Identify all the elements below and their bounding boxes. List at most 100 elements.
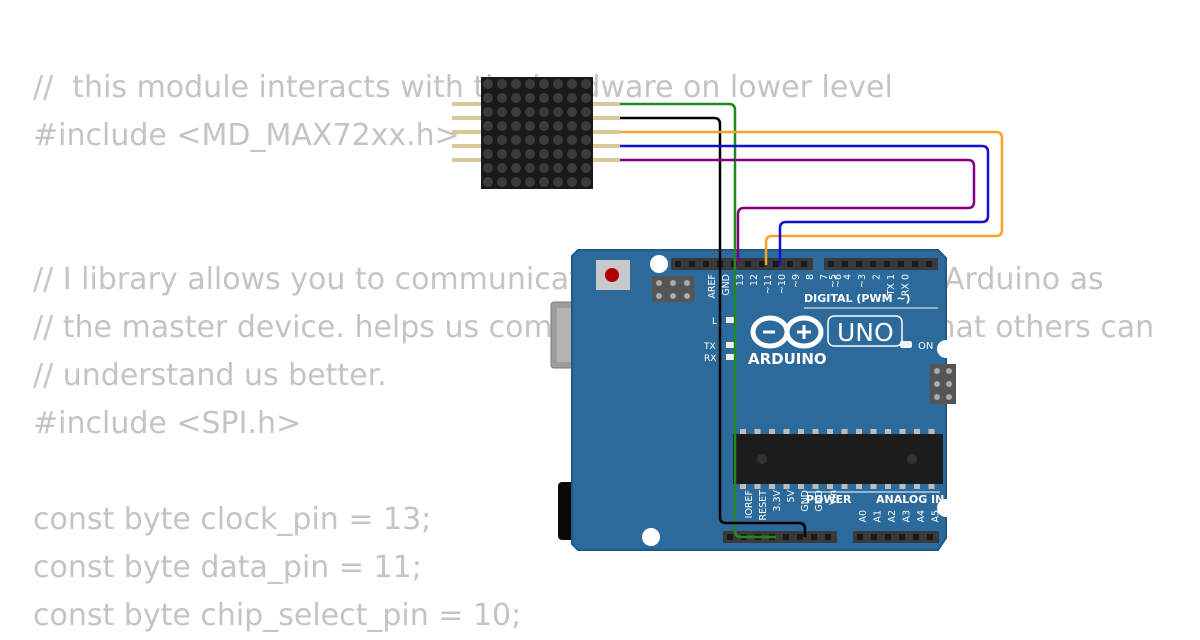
matrix-led	[511, 79, 521, 89]
matrix-led	[497, 163, 507, 173]
matrix-led	[553, 177, 563, 187]
matrix-led	[567, 121, 577, 131]
header-socket[interactable]	[870, 261, 876, 267]
header-socket[interactable]	[842, 261, 848, 267]
matrix-led	[553, 121, 563, 131]
matrix-led	[581, 93, 591, 103]
matrix-led	[497, 177, 507, 187]
matrix-led	[511, 135, 521, 145]
matrix-led	[497, 93, 507, 103]
header-socket[interactable]	[689, 261, 695, 267]
matrix-led	[525, 149, 535, 159]
code-line: const byte clock_pin = 13;	[33, 502, 432, 537]
matrix-led	[525, 177, 535, 187]
header-socket[interactable]	[703, 261, 709, 267]
matrix-led	[553, 93, 563, 103]
header-socket[interactable]	[884, 261, 890, 267]
code-line: const byte data_pin = 11;	[33, 550, 422, 585]
code-line: #include <MD_MAX72xx.h>	[33, 118, 460, 153]
matrix-led	[539, 177, 549, 187]
matrix-led	[567, 177, 577, 187]
header-socket[interactable]	[885, 534, 891, 540]
header-socket[interactable]	[759, 261, 765, 267]
pin-label: RESET	[758, 490, 769, 521]
matrix-led	[553, 149, 563, 159]
matrix-led	[525, 93, 535, 103]
led-rx-label: RX	[704, 354, 716, 364]
pin-label: 3.3V	[772, 490, 783, 512]
header-socket[interactable]	[745, 261, 751, 267]
matrix-led	[581, 79, 591, 89]
matrix-led	[581, 121, 591, 131]
analog-header[interactable]	[853, 531, 939, 543]
matrix-led	[497, 121, 507, 131]
matrix-led	[511, 121, 521, 131]
header-socket[interactable]	[787, 261, 793, 267]
matrix-right-pins	[590, 102, 620, 162]
arduino-logo	[750, 315, 824, 349]
wires[interactable]	[620, 102, 1004, 539]
header-socket[interactable]	[825, 534, 831, 540]
led-l	[726, 317, 736, 323]
matrix-leds	[483, 79, 591, 187]
pin-headers[interactable]	[671, 258, 939, 543]
led-on	[900, 341, 912, 348]
matrix-led	[511, 93, 521, 103]
pin-label: 8	[805, 274, 816, 280]
header-socket[interactable]	[871, 534, 877, 540]
digital-header-high[interactable]	[671, 258, 813, 270]
matrix-led	[567, 149, 577, 159]
pin-label: A0	[858, 510, 869, 523]
header-socket[interactable]	[899, 534, 905, 540]
pin-label: 7	[819, 274, 830, 280]
matrix-led	[525, 135, 535, 145]
matrix-led	[539, 93, 549, 103]
pin-label: 2	[872, 274, 883, 280]
pin-label: 13	[735, 274, 746, 286]
matrix-led	[539, 121, 549, 131]
matrix-led	[511, 149, 521, 159]
matrix-led	[483, 107, 493, 117]
pin-label: AREF	[707, 274, 718, 299]
matrix-led	[567, 107, 577, 117]
header-socket[interactable]	[727, 534, 733, 540]
led-matrix-module[interactable]	[452, 77, 620, 189]
matrix-led	[553, 79, 563, 89]
header-socket[interactable]	[927, 534, 933, 540]
header-socket[interactable]	[801, 261, 807, 267]
header-socket[interactable]	[783, 534, 789, 540]
header-socket[interactable]	[828, 261, 834, 267]
code-line: #include <SPI.h>	[33, 406, 302, 441]
matrix-led	[581, 135, 591, 145]
pin-label: ~11	[763, 274, 774, 294]
matrix-led	[553, 163, 563, 173]
header-socket[interactable]	[856, 261, 862, 267]
matrix-led	[525, 79, 535, 89]
matrix-led	[581, 149, 591, 159]
header-socket[interactable]	[797, 534, 803, 540]
matrix-led	[581, 177, 591, 187]
wire-purple	[620, 158, 976, 265]
uno-label: UNO	[837, 318, 894, 347]
header-socket[interactable]	[898, 261, 904, 267]
header-socket[interactable]	[773, 261, 779, 267]
digital-header-low[interactable]	[824, 258, 938, 270]
matrix-led	[511, 177, 521, 187]
pin-label: GND	[721, 274, 732, 296]
header-socket[interactable]	[675, 261, 681, 267]
pin-label: ~6	[833, 274, 844, 288]
header-socket[interactable]	[857, 534, 863, 540]
header-socket[interactable]	[913, 534, 919, 540]
pin-label: 4	[843, 274, 854, 280]
header-socket[interactable]	[926, 261, 932, 267]
header-socket[interactable]	[912, 261, 918, 267]
matrix-led	[525, 107, 535, 117]
matrix-led	[539, 135, 549, 145]
matrix-led	[567, 135, 577, 145]
matrix-left-pins	[452, 102, 482, 162]
pin-label: TX 1	[886, 274, 897, 296]
header-socket[interactable]	[811, 534, 817, 540]
